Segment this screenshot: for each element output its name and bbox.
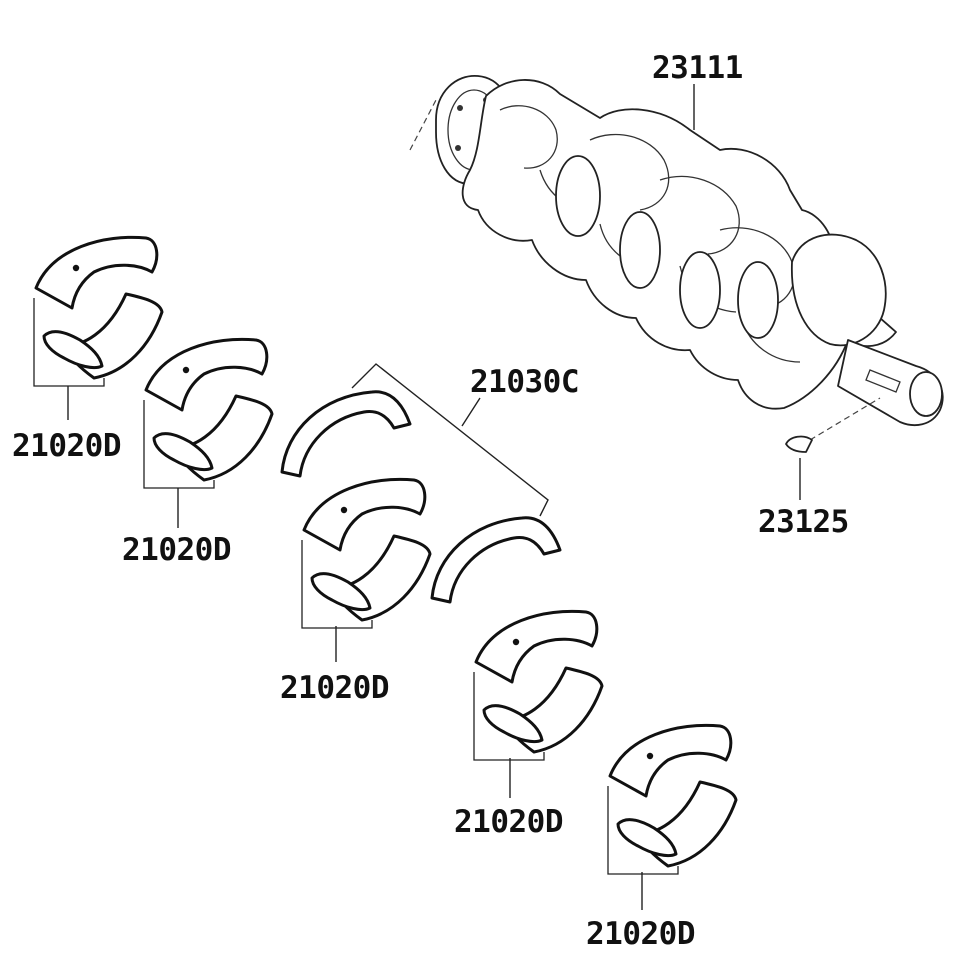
thrust-washer-bracket (351, 363, 549, 517)
label-main-bearing-1: 21020D (12, 428, 121, 464)
main-bearing-1 (32, 235, 164, 420)
thrust-washer-lower (430, 516, 562, 604)
main-bearing-3 (300, 477, 432, 662)
label-main-bearing-4: 21020D (454, 804, 563, 840)
label-key: 23125 (758, 504, 849, 540)
woodruff-key (785, 435, 813, 453)
main-bearing-4 (472, 609, 604, 798)
crankshaft (409, 75, 944, 441)
thrust-washer-upper (280, 390, 412, 478)
label-main-bearing-5: 21020D (586, 916, 695, 952)
label-crankshaft: 23111 (652, 50, 743, 86)
main-bearing-5 (606, 723, 738, 910)
main-bearing-2 (142, 337, 274, 528)
label-main-bearing-2: 21020D (122, 532, 231, 568)
label-thrust-washer: 21030C (470, 364, 579, 400)
label-main-bearing-3: 21020D (280, 670, 389, 706)
